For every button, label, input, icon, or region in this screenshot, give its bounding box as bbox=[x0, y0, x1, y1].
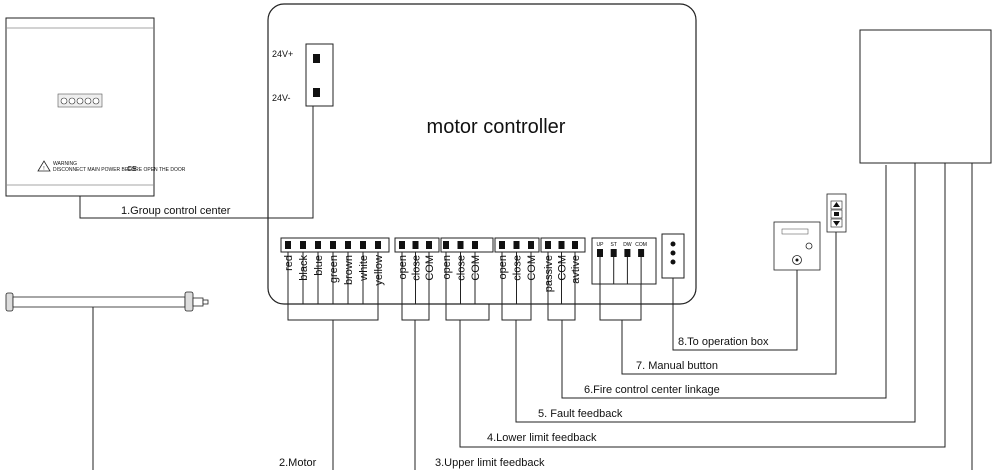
terminal-pin bbox=[315, 241, 321, 249]
terminal-pin bbox=[572, 241, 578, 249]
down-arrow-icon bbox=[833, 221, 840, 226]
label-motor: 2.Motor bbox=[279, 457, 317, 469]
terminal-pin bbox=[443, 241, 449, 249]
ce-mark: CE bbox=[127, 166, 137, 173]
terminal-pin bbox=[499, 241, 505, 249]
power-plus-label: 24V+ bbox=[272, 49, 293, 59]
wire-brackets bbox=[287, 150, 973, 470]
terminal-pin bbox=[545, 241, 551, 249]
terminal-label-upper_limit: close bbox=[411, 255, 423, 281]
terminal-label-motor: yellow bbox=[373, 255, 385, 286]
terminal-block-icon bbox=[57, 93, 103, 108]
terminal-label-motor: brown bbox=[343, 255, 355, 285]
terminal-label-upper_limit: COM bbox=[424, 255, 436, 281]
label-lower-limit: 4.Lower limit feedback bbox=[487, 432, 597, 444]
terminal-label-motor: red bbox=[283, 255, 295, 271]
manual-button-box bbox=[826, 193, 847, 233]
warning-icon: ! bbox=[37, 160, 51, 172]
terminal-pin bbox=[426, 241, 432, 249]
terminal-label-fire: avtive bbox=[570, 255, 582, 284]
terminal-label-fault: COM bbox=[526, 255, 538, 281]
fire-control-center bbox=[859, 29, 992, 164]
terminal-label-fault: close bbox=[512, 255, 524, 281]
label-operation-box: 8.To operation box bbox=[678, 336, 769, 348]
power-minus-label: 24V- bbox=[272, 93, 291, 103]
up-arrow-icon bbox=[833, 202, 840, 207]
terminal-label-motor: black bbox=[298, 255, 310, 281]
tubular-motor bbox=[5, 291, 209, 470]
terminal-pin bbox=[472, 241, 478, 249]
warning-title: WARNING bbox=[53, 161, 77, 167]
terminal-pin bbox=[412, 241, 419, 249]
controller-title: motor controller bbox=[427, 116, 566, 138]
label-group-control-center: 1.Group control center bbox=[121, 205, 231, 217]
terminal-pin bbox=[513, 241, 520, 249]
label-manual-button: 7. Manual button bbox=[636, 360, 718, 372]
terminal-label-upper_limit: open bbox=[397, 255, 409, 279]
group-control-center: ! WARNING DISCONNECT MAIN POWER BEFORE O… bbox=[5, 17, 186, 197]
terminal-pin bbox=[558, 241, 565, 249]
terminal-label-lower_limit: close bbox=[456, 255, 468, 281]
manual-terminal-pin bbox=[610, 249, 617, 257]
terminal-pin bbox=[360, 241, 366, 249]
terminal-label-motor: white bbox=[358, 255, 370, 282]
manual-terminal-label: ST bbox=[611, 242, 617, 248]
terminal-label-fire: COM bbox=[557, 255, 569, 281]
label-fault-feedback: 5. Fault feedback bbox=[538, 408, 623, 420]
terminal-label-lower_limit: COM bbox=[470, 255, 482, 281]
manual-terminal-pin bbox=[638, 249, 645, 257]
manual-terminal-pin bbox=[597, 249, 603, 257]
label-upper-limit: 3.Upper limit feedback bbox=[435, 457, 545, 469]
terminal-label-motor: green bbox=[328, 255, 340, 283]
terminal-label-fault: open bbox=[497, 255, 509, 279]
svg-text:!: ! bbox=[43, 166, 44, 172]
terminal-pin bbox=[285, 241, 291, 249]
manual-terminal-label: COM bbox=[635, 242, 647, 248]
terminal-pin bbox=[457, 241, 464, 249]
terminal-pin bbox=[528, 241, 534, 249]
terminal-label-lower_limit: open bbox=[441, 255, 453, 279]
terminal-label-fire: passive bbox=[543, 255, 555, 292]
manual-terminal-pin bbox=[624, 249, 631, 257]
terminal-pin bbox=[399, 241, 405, 249]
terminal-label-motor: blue bbox=[313, 255, 325, 276]
terminal-pin bbox=[345, 241, 351, 249]
terminal-pin bbox=[375, 241, 381, 249]
terminal-pin bbox=[300, 241, 306, 249]
label-fire-linkage: 6.Fire control center linkage bbox=[584, 384, 720, 396]
manual-terminal-label: DW bbox=[623, 242, 632, 248]
terminal-pin bbox=[330, 241, 336, 249]
manual-terminal-label: UP bbox=[597, 242, 605, 248]
warning-text: DISCONNECT MAIN POWER BEFORE OPEN THE DO… bbox=[53, 167, 186, 173]
operation-box bbox=[773, 221, 821, 271]
stop-icon bbox=[834, 212, 839, 216]
